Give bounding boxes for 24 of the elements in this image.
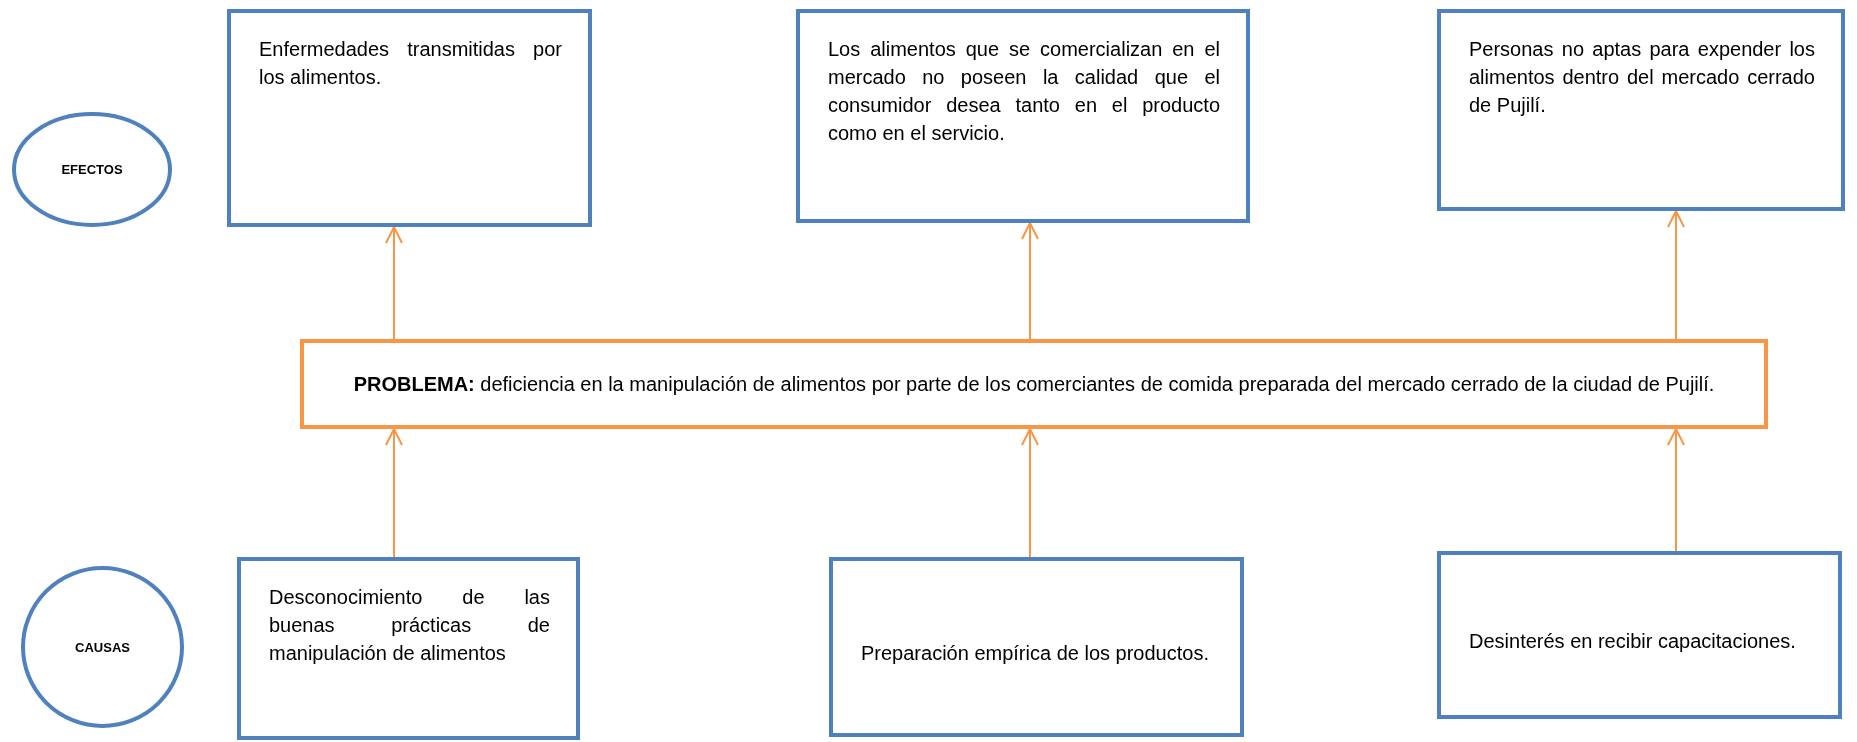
node-label: CAUSAS <box>75 639 130 655</box>
node-text: Personas no aptas para expender los alimentos dentro del mercado cerrado de Pujilí. <box>1469 37 1815 118</box>
node-text: Enfermedades transmitidas por los alimentos. <box>259 37 562 90</box>
node-text: PROBLEMA: deficiencia en la manipulación de alimentos por parte de los comerciantes de comida preparada del mercado cerrado de la ciudad de Pujilí. <box>353 371 1715 397</box>
arrow <box>1667 428 1685 552</box>
node-text: Desinterés en recibir capacitaciones. <box>1469 629 1797 654</box>
arrow <box>385 428 403 558</box>
text-box <box>237 557 580 740</box>
text-box <box>1437 551 1842 719</box>
ellipse-node <box>21 566 184 728</box>
ellipse-node <box>12 112 172 227</box>
problem-box <box>300 339 1768 429</box>
node-text: Preparación empírica de los productos. <box>861 641 1210 666</box>
arrow <box>1021 428 1039 558</box>
node-text: Los alimentos que se comercializan en el mercado no poseen la calidad que el consumidor desea tanto en el producto como en el servicio. <box>828 37 1220 146</box>
arrow <box>385 226 403 340</box>
arrow <box>1021 222 1039 340</box>
text-box <box>829 557 1244 737</box>
text-box <box>1437 9 1845 211</box>
text-box <box>796 9 1250 223</box>
node-label: EFECTOS <box>61 162 123 177</box>
node-text: Desconocimiento de las buenas prácticas de manipulación de alimentos <box>269 585 550 666</box>
text-box <box>227 9 592 227</box>
arrow <box>1667 210 1685 340</box>
